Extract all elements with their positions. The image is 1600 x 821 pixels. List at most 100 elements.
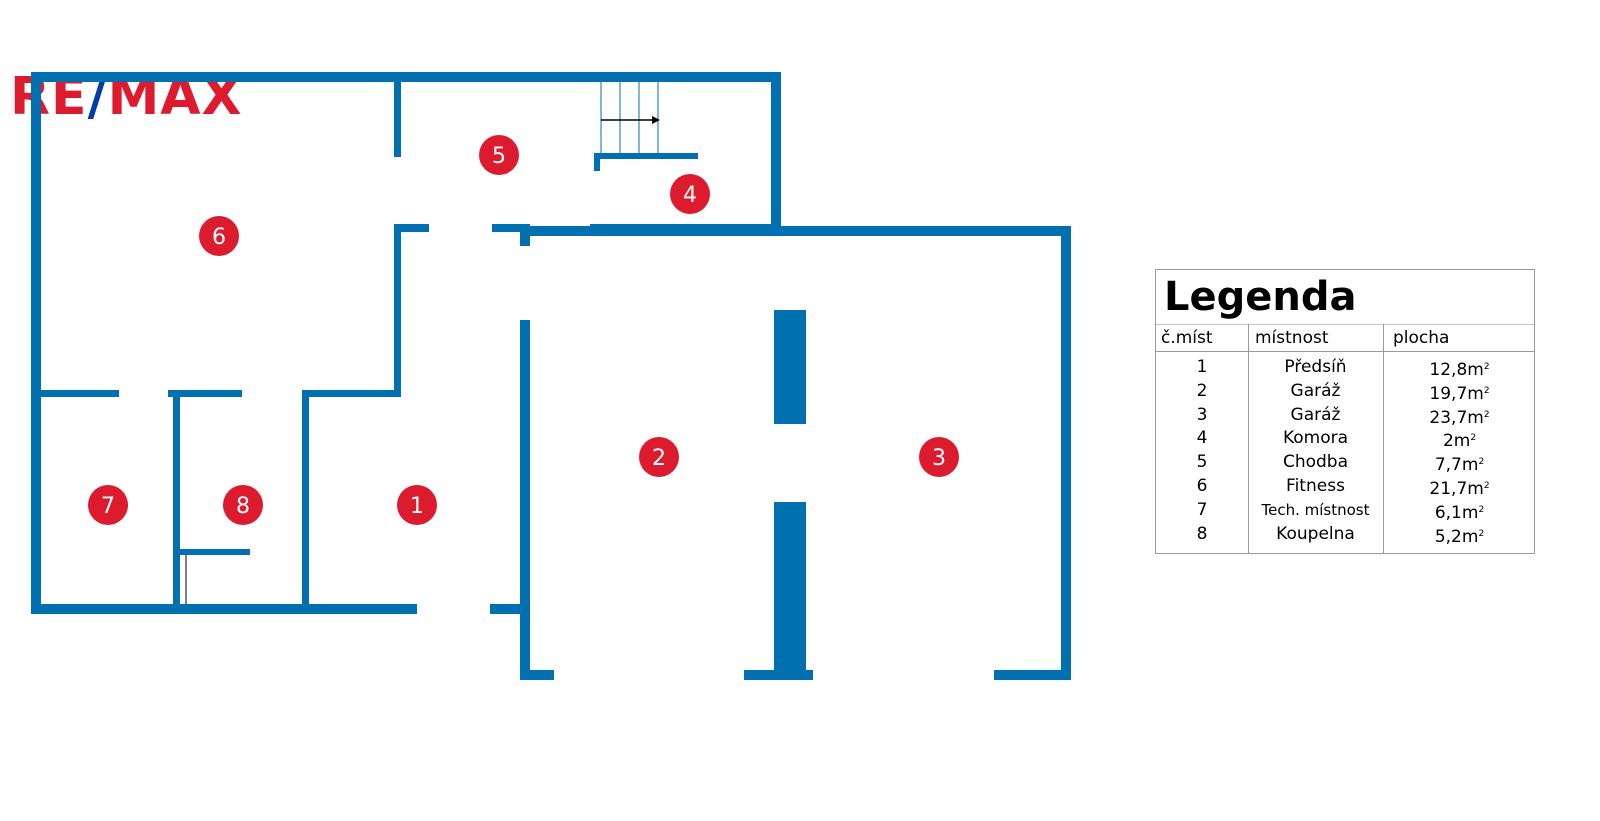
legend-area-exponent: 2 bbox=[1483, 362, 1490, 372]
room-marker-6: 6 bbox=[199, 216, 239, 256]
room-marker-3: 3 bbox=[919, 437, 959, 477]
wall-fitness-bottom-a bbox=[41, 390, 119, 397]
legend-area-unit: m bbox=[1461, 455, 1479, 476]
legend-area-exponent: 2 bbox=[1483, 480, 1490, 491]
wall-garage-left bbox=[520, 320, 530, 680]
legend-room-number: 1 bbox=[1196, 357, 1208, 377]
legend-area-unit: m bbox=[1467, 478, 1484, 499]
room-marker-8: 8 bbox=[223, 485, 263, 525]
legend-room-area: 6,1m2 bbox=[1383, 499, 1536, 526]
legend-area-value: 19,7 bbox=[1429, 383, 1468, 404]
legend-col-number: č.míst bbox=[1161, 328, 1213, 348]
wall-corridor-bottom-a bbox=[394, 224, 429, 232]
legend-col-area: plocha bbox=[1393, 328, 1450, 348]
legend-room-area: 2m2 bbox=[1383, 427, 1536, 454]
wall-left bbox=[31, 72, 41, 614]
legend-room-name: Předsíň bbox=[1284, 357, 1347, 377]
legend-area-exponent: 2 bbox=[1483, 385, 1490, 396]
legend-area-value: 12,8 bbox=[1429, 360, 1468, 380]
legend-area-value: 21,7 bbox=[1429, 478, 1468, 499]
room-marker-number: 8 bbox=[236, 494, 250, 519]
wall-bottom-left-a bbox=[31, 604, 417, 614]
legend-area-value: 5,2 bbox=[1434, 526, 1462, 547]
wall-top bbox=[31, 72, 781, 82]
wall-upper-right bbox=[771, 72, 781, 230]
legend-room-name: Chodba bbox=[1282, 452, 1349, 473]
wall-fitness-bottom-b bbox=[168, 390, 242, 397]
room-marker-circle bbox=[479, 135, 519, 175]
legend-room-area: 12,8m2 bbox=[1383, 356, 1536, 383]
room-marker-circle bbox=[639, 437, 679, 477]
legend-room-number: 4 bbox=[1196, 428, 1208, 449]
wall-garage-right bbox=[1061, 226, 1071, 680]
legend-area-unit: m bbox=[1453, 431, 1471, 452]
legend-room-number: 2 bbox=[1196, 380, 1208, 401]
legend-row: 6 Fitness 21,7m2 bbox=[1156, 475, 1534, 499]
room-markers: 1 2 3 4 5 6 7 8 bbox=[88, 135, 959, 525]
room-marker-5: 5 bbox=[479, 135, 519, 175]
floor-plan: RE/MAX bbox=[10, 67, 1071, 680]
wall-corridor-bottom-c bbox=[590, 224, 781, 232]
legend-area-value: 2 bbox=[1442, 431, 1454, 452]
legend-room-area: 19,7m2 bbox=[1383, 380, 1536, 407]
legend-room-name: Koupelna bbox=[1276, 523, 1355, 544]
room-marker-circle bbox=[397, 485, 437, 525]
legend-area-value: 7,7 bbox=[1434, 455, 1462, 476]
wall-garage-top bbox=[520, 226, 1071, 236]
legend-room-area: 23,7m2 bbox=[1383, 404, 1536, 431]
legend-col-room: místnost bbox=[1255, 328, 1329, 348]
legend-area-unit: m bbox=[1461, 526, 1479, 547]
wall-garage-left-top bbox=[520, 236, 530, 246]
legend-row: 1 Předsíň 12,8m2 bbox=[1156, 356, 1534, 380]
legend-room-name: Garáž bbox=[1290, 380, 1341, 401]
wall-fitness-bottom-c bbox=[302, 390, 401, 397]
legend-room-number: 8 bbox=[1196, 523, 1208, 544]
legend-row: 5 Chodba 7,7m2 bbox=[1156, 451, 1534, 475]
legend-room-area: 21,7m2 bbox=[1383, 475, 1536, 502]
room-marker-number: 5 bbox=[492, 144, 506, 169]
legend-room-number: 3 bbox=[1196, 404, 1208, 425]
wall-bath-hall bbox=[302, 397, 309, 604]
wall-garage-bottom-a bbox=[520, 670, 554, 680]
room-marker-number: 4 bbox=[683, 183, 697, 208]
wall-tech-bath bbox=[173, 397, 180, 604]
pillar-upper bbox=[774, 310, 806, 424]
legend-room-number: 6 bbox=[1196, 475, 1208, 496]
room-marker-circle bbox=[88, 485, 128, 525]
legend-area-exponent: 2 bbox=[1478, 457, 1485, 468]
wall-pantry-top bbox=[594, 153, 698, 159]
legend-row: 8 Koupelna 5,2m2 bbox=[1156, 523, 1534, 547]
room-marker-number: 1 bbox=[410, 494, 424, 519]
legend-room-name: Komora bbox=[1282, 428, 1349, 449]
room-marker-number: 7 bbox=[101, 494, 115, 519]
room-marker-number: 3 bbox=[932, 446, 946, 471]
legend-area-unit: m bbox=[1467, 360, 1484, 380]
legend-row: 4 Komora 2m2 bbox=[1156, 427, 1534, 451]
legend-area-value: 6,1 bbox=[1434, 502, 1462, 523]
room-marker-circle bbox=[670, 174, 710, 214]
legend-room-number: 5 bbox=[1196, 452, 1208, 473]
pillar-lower bbox=[774, 502, 806, 680]
legend-area-exponent: 2 bbox=[1470, 433, 1477, 444]
stairs bbox=[600, 82, 660, 153]
legend-room-area: 5,2m2 bbox=[1383, 523, 1536, 550]
wall-bath-inner bbox=[180, 549, 250, 555]
room-marker-2: 2 bbox=[639, 437, 679, 477]
legend-room-number: 7 bbox=[1196, 499, 1208, 520]
legend-room-area: 7,7m2 bbox=[1383, 451, 1536, 478]
wall-fitness-right-b bbox=[394, 224, 401, 396]
wall-corridor-bottom-b bbox=[492, 224, 530, 232]
legend-header: č.míst místnost plocha bbox=[1156, 324, 1534, 352]
legend-area-exponent: 2 bbox=[1478, 504, 1485, 515]
room-marker-number: 2 bbox=[652, 446, 666, 471]
wall-fitness-right-a bbox=[394, 82, 401, 157]
room-marker-circle bbox=[199, 216, 239, 256]
wall-garage-bottom-c bbox=[994, 670, 1071, 680]
legend-area-exponent: 2 bbox=[1478, 528, 1485, 539]
legend-room-name: Fitness bbox=[1286, 475, 1345, 496]
